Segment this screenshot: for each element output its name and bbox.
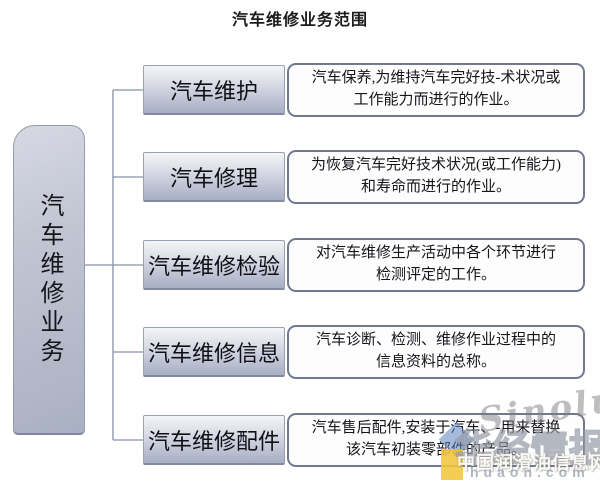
- branch-label-parts: 汽车维修配件: [143, 415, 285, 465]
- branch-row: 汽车修理 为恢复汽车完好技术状况(或工作能力) 和寿命而进行的作业。: [143, 150, 585, 204]
- branch-row: 汽车维护 汽车保养,为维持汽车完好技-术状况或 工作能力而进行的作业。: [143, 63, 585, 117]
- diagram-title: 汽车维修业务范围: [231, 12, 368, 29]
- branch-row: 汽车维修信息 汽车诊断、检测、维修作业过程中的 信息资料的总称。: [143, 325, 585, 379]
- branch-desc-parts: 汽车售后配件,安装于汽车、-用来替换 该汽车初装零部件的产品。: [287, 413, 585, 467]
- branch-label-maintenance: 汽车维护: [143, 65, 285, 115]
- branch-label-repair: 汽车修理: [143, 152, 285, 202]
- branch-desc-information: 汽车诊断、检测、维修作业过程中的 信息资料的总称。: [287, 325, 585, 379]
- branch-label-information: 汽车维修信息: [143, 327, 285, 377]
- root-node-label: 汽车维修业务: [36, 192, 62, 367]
- branch-row: 汽车维修检验 对汽车维修生产活动中各个环节进行 检测评定的工作。: [143, 238, 585, 292]
- branch-desc-inspection: 对汽车维修生产活动中各个环节进行 检测评定的工作。: [287, 238, 585, 292]
- branch-row: 汽车维修配件 汽车售后配件,安装于汽车、-用来替换 该汽车初装零部件的产品。: [143, 413, 585, 467]
- branch-desc-repair: 为恢复汽车完好技术状况(或工作能力) 和寿命而进行的作业。: [287, 150, 585, 204]
- branch-desc-maintenance: 汽车保养,为维持汽车完好技-术状况或 工作能力而进行的作业。: [287, 63, 585, 117]
- root-node-auto-repair-business: 汽车维修业务: [13, 125, 85, 435]
- branch-label-inspection: 汽车维修检验: [143, 240, 285, 290]
